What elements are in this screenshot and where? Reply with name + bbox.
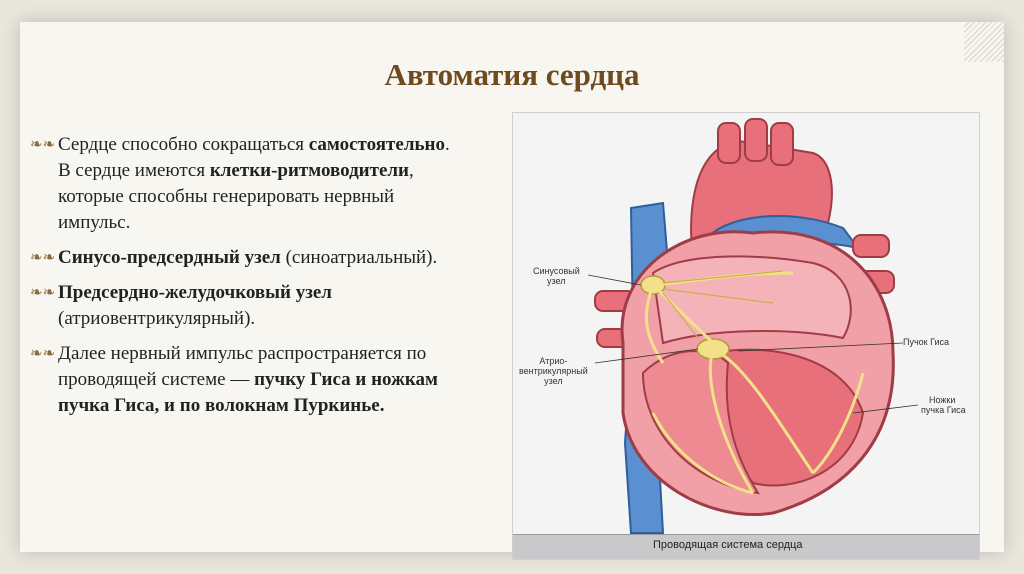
heart-conduction-diagram: Синусовый узел Атрио- вентрикулярный узе… — [512, 112, 980, 560]
av-node-label: Атрио- вентрикулярный узел — [519, 356, 588, 386]
his-pointer — [737, 342, 904, 352]
double-curl-bullet-icon: ❧❧ — [30, 285, 56, 301]
bullet-text: Предсердно-желудочковый узел (атриовентр… — [58, 282, 332, 329]
heart-illustration — [587, 118, 919, 534]
double-curl-bullet-icon: ❧❧ — [30, 250, 56, 266]
bullet-text: Сердце способно сокращаться самостоятель… — [58, 134, 450, 233]
bullet-item: ❧❧ Далее нервный импульс распространяетс… — [30, 341, 450, 419]
vessel-right-1 — [852, 234, 890, 258]
sa-node-label: Синусовый узел — [533, 266, 580, 286]
av-pointer — [594, 348, 699, 364]
bullet-text: Далее нервный импульс распространяется п… — [58, 343, 438, 416]
bullet-list: ❧❧ Сердце способно сокращаться самостоят… — [30, 132, 450, 428]
aorta-branch-2 — [744, 118, 768, 162]
corner-decoration — [964, 22, 1004, 62]
caption-bar: Проводящая система сердца — [513, 534, 979, 559]
double-curl-bullet-icon: ❧❧ — [30, 346, 56, 362]
bundle-branches-label: Ножки пучка Гиса — [921, 395, 966, 415]
his-bundle-label: Пучок Гиса — [903, 337, 950, 347]
aorta-branch-1 — [717, 122, 741, 164]
double-curl-bullet-icon: ❧❧ — [30, 137, 56, 153]
branches-pointer — [852, 404, 919, 414]
bullet-item: ❧❧ Синусо-предсердный узел (синоатриальн… — [30, 245, 450, 271]
sa-pointer — [587, 274, 642, 286]
aorta-branch-3 — [770, 122, 794, 166]
bullet-item: ❧❧ Сердце способно сокращаться самостоят… — [30, 132, 450, 236]
bullet-item: ❧❧ Предсердно-желудочковый узел (атриове… — [30, 280, 450, 332]
slide-title: Автоматия сердца — [384, 57, 640, 92]
conduction-arrows — [662, 270, 784, 339]
diagram-caption: Проводящая система сердца — [653, 539, 803, 551]
bullet-text: Синусо-предсердный узел (синоатриальный)… — [58, 247, 438, 268]
